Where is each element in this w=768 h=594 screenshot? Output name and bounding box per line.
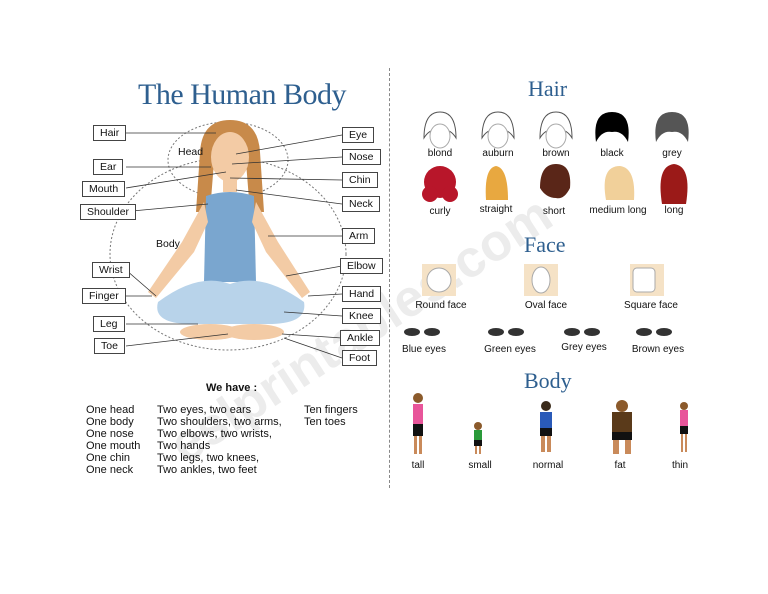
body-type-label: tall (411, 460, 425, 471)
eyes-label: Grey eyes (561, 342, 607, 353)
face-title: Face (524, 232, 566, 257)
label-eye: Eye (342, 127, 375, 143)
label-leg: Leg (93, 316, 125, 332)
pair-parts-list: Two eyes, two ears Two shoulders, two ar… (157, 404, 282, 476)
woman-figure (148, 120, 310, 340)
list-item: Two elbows, two wrists, (157, 428, 272, 440)
label-arm: Arm (342, 228, 376, 244)
hair-brown-icon (539, 111, 573, 149)
hair-short-icon (540, 164, 571, 199)
label-foot: Foot (342, 350, 378, 366)
body-title: Body (524, 368, 572, 393)
label-mouth: Mouth (82, 181, 126, 197)
list-item: One mouth (86, 440, 141, 452)
square-face-icon (630, 264, 664, 296)
body-type-label: thin (671, 460, 689, 471)
body-diagram (109, 120, 347, 359)
hair-grey-icon (655, 112, 689, 142)
eyes-label: Blue eyes (402, 344, 446, 355)
head-region-label: Head (178, 146, 204, 158)
list-item: One body (86, 416, 134, 428)
hair-label: medium long (589, 205, 647, 216)
hair-label: short (542, 206, 566, 217)
leader-lines (125, 132, 343, 359)
list-item: One chin (86, 452, 131, 464)
body-type-label: small (468, 460, 492, 471)
hair-black-icon (595, 112, 629, 142)
hair-title: Hair (528, 76, 568, 101)
face-label: Oval face (524, 300, 568, 311)
normal-person-icon (540, 401, 552, 452)
eyes-label: Green eyes (484, 344, 536, 355)
list-item: One neck (86, 464, 134, 476)
list-item: One head (86, 404, 135, 416)
list-item: One nose (86, 428, 134, 440)
hair-label: grey (662, 148, 682, 159)
face-illustrations (404, 264, 672, 336)
face-label: Square face (624, 300, 678, 311)
hair-label: long (664, 205, 684, 216)
grey-eyes-icon (564, 328, 600, 336)
list-item: Two hands (157, 440, 211, 452)
label-chin: Chin (342, 172, 378, 188)
face-label: Round face (415, 300, 467, 311)
list-item: Two shoulders, two arms, (157, 416, 282, 428)
list-item: Two ankles, two feet (157, 464, 257, 476)
ten-parts-list: Ten fingers Ten toes (304, 404, 358, 428)
body-type-label: normal (532, 460, 564, 471)
hair-illustrations (422, 111, 689, 204)
label-elbow: Elbow (340, 258, 383, 274)
label-nose: Nose (342, 149, 381, 165)
round-face-icon (422, 264, 456, 296)
eyes-label: Brown eyes (631, 344, 685, 355)
label-wrist: Wrist (92, 262, 130, 278)
hair-curly-icon (422, 166, 458, 202)
label-neck: Neck (342, 196, 380, 212)
hair-label: blond (427, 148, 453, 159)
small-person-icon (474, 422, 482, 454)
label-hair: Hair (93, 125, 127, 141)
body-region-label: Body (156, 238, 180, 250)
label-knee: Knee (342, 308, 381, 324)
label-ankle: Ankle (340, 330, 381, 346)
hair-long-icon (660, 164, 688, 204)
body-type-label: fat (614, 460, 626, 471)
list-item: Two legs, two knees, (157, 452, 260, 464)
brown-eyes-icon (636, 328, 672, 336)
hair-label: curly (429, 206, 451, 217)
label-shoulder: Shoulder (80, 204, 137, 220)
hair-label: straight (479, 204, 513, 215)
hair-auburn-icon (481, 111, 515, 149)
list-item: Ten fingers (304, 404, 358, 416)
page-divider (389, 68, 390, 488)
fat-person-icon (612, 400, 632, 454)
label-finger: Finger (82, 288, 126, 304)
we-have-heading: We have : (206, 382, 258, 394)
hair-label: auburn (482, 148, 514, 159)
hair-straight-icon (485, 166, 508, 200)
thin-person-icon (680, 402, 688, 452)
hair-blond-icon (423, 111, 457, 149)
hair-label: black (600, 148, 624, 159)
label-hand: Hand (342, 286, 382, 302)
body-illustrations (413, 393, 688, 454)
label-ear: Ear (93, 159, 124, 175)
label-toe: Toe (94, 338, 125, 354)
list-item: Two eyes, two ears (157, 404, 252, 416)
hair-label: brown (542, 148, 570, 159)
singular-parts-list: One head One body One nose One mouth One… (86, 404, 140, 476)
list-item: Ten toes (304, 416, 346, 428)
green-eyes-icon (488, 328, 524, 336)
page-title: The Human Body (138, 78, 346, 111)
blue-eyes-icon (404, 328, 440, 336)
hair-medium-long-icon (604, 166, 635, 200)
tall-person-icon (413, 393, 423, 454)
oval-face-icon (524, 264, 558, 296)
